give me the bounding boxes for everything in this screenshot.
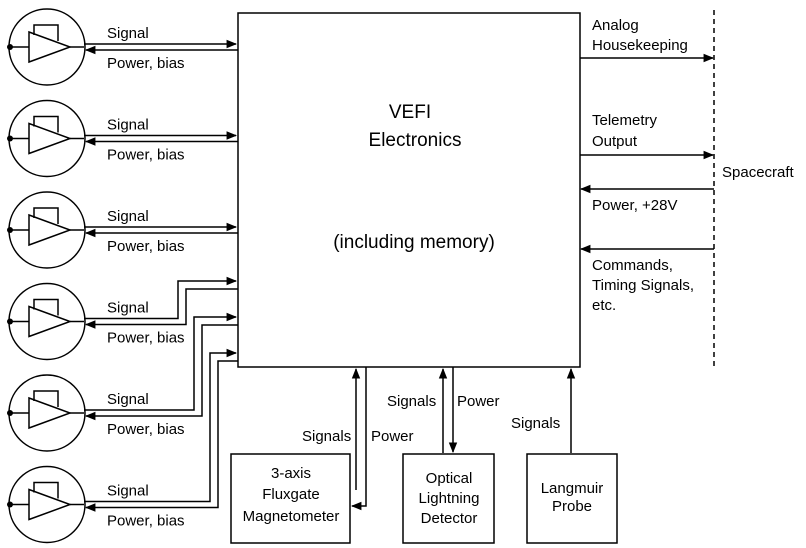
- signal-arrow: [84, 348, 238, 503]
- magnetometer-line3: Magnetometer: [243, 508, 340, 525]
- vefi-electronics-box: [237, 12, 581, 368]
- magnetometer-box: [230, 453, 351, 544]
- input-node-dot: [7, 227, 13, 233]
- langmuir-signals-label: Signals: [511, 415, 560, 432]
- langmuir-line2: Probe: [552, 498, 592, 515]
- input-node-dot: [7, 410, 13, 416]
- feedback-loop: [33, 115, 59, 133]
- input-node-dot: [7, 318, 13, 325]
- vefi-title-line1: VEFI: [389, 102, 431, 123]
- lightning-line2: Lightning: [419, 490, 480, 507]
- magnetometer-power-label: Power: [371, 428, 414, 445]
- signal-label: Signal: [107, 117, 149, 134]
- power-bias-arrow: [84, 324, 238, 421]
- housekeeping-label: Housekeeping: [592, 37, 688, 54]
- signal-arrow: [84, 276, 238, 320]
- input-node-dot: [7, 501, 13, 508]
- telemetry-label: Telemetry: [592, 112, 658, 129]
- magnetometer-line1: 3-axis: [271, 465, 311, 482]
- magnetometer-line2: Fluxgate: [262, 486, 320, 503]
- signal-label: Signal: [107, 483, 149, 500]
- feedback-loop: [33, 390, 59, 407]
- input-node-dot: [7, 135, 13, 142]
- lightning-power-label: Power: [457, 393, 500, 410]
- vefi-title-line2: Electronics: [369, 130, 462, 151]
- langmuir-probe-box: [526, 453, 618, 544]
- power-bias-label: Power, bias: [107, 421, 185, 438]
- feedback-loop: [33, 298, 59, 316]
- magnetometer-power-arrow: [350, 367, 367, 511]
- power-bias-arrow: [84, 360, 238, 512]
- signal-label: Signal: [107, 391, 149, 408]
- signal-label: Signal: [107, 25, 149, 42]
- power-bias-label: Power, bias: [107, 513, 185, 530]
- power-bias-label: Power, bias: [107, 238, 185, 255]
- power-bias-label: Power, bias: [107, 55, 185, 72]
- feedback-loop: [33, 207, 59, 224]
- timing-signals-label: Timing Signals,: [592, 277, 694, 294]
- feedback-loop: [33, 481, 59, 499]
- lightning-signals-label: Signals: [387, 393, 436, 410]
- vefi-subtitle: (including memory): [333, 232, 495, 253]
- spacecraft-label: Spacecraft: [722, 164, 795, 181]
- lightning-line3: Detector: [421, 510, 478, 527]
- lightning-detector-box: [402, 453, 495, 544]
- input-node-dot: [7, 44, 13, 50]
- feedback-loop: [33, 24, 59, 41]
- etc-label: etc.: [592, 297, 616, 314]
- signal-arrow: [84, 312, 238, 411]
- magnetometer-signals-label: Signals: [302, 428, 351, 445]
- signal-label: Signal: [107, 300, 149, 317]
- power-bias-label: Power, bias: [107, 147, 185, 164]
- output-label: Output: [592, 133, 638, 150]
- signal-label: Signal: [107, 208, 149, 225]
- commands-label: Commands,: [592, 257, 673, 274]
- power-bias-label: Power, bias: [107, 330, 185, 347]
- langmuir-line1: Langmuir: [541, 480, 604, 497]
- power-bias-arrow: [84, 288, 238, 329]
- lightning-line1: Optical: [426, 470, 473, 487]
- analog-label: Analog: [592, 17, 639, 34]
- power-28v-label: Power, +28V: [592, 197, 677, 214]
